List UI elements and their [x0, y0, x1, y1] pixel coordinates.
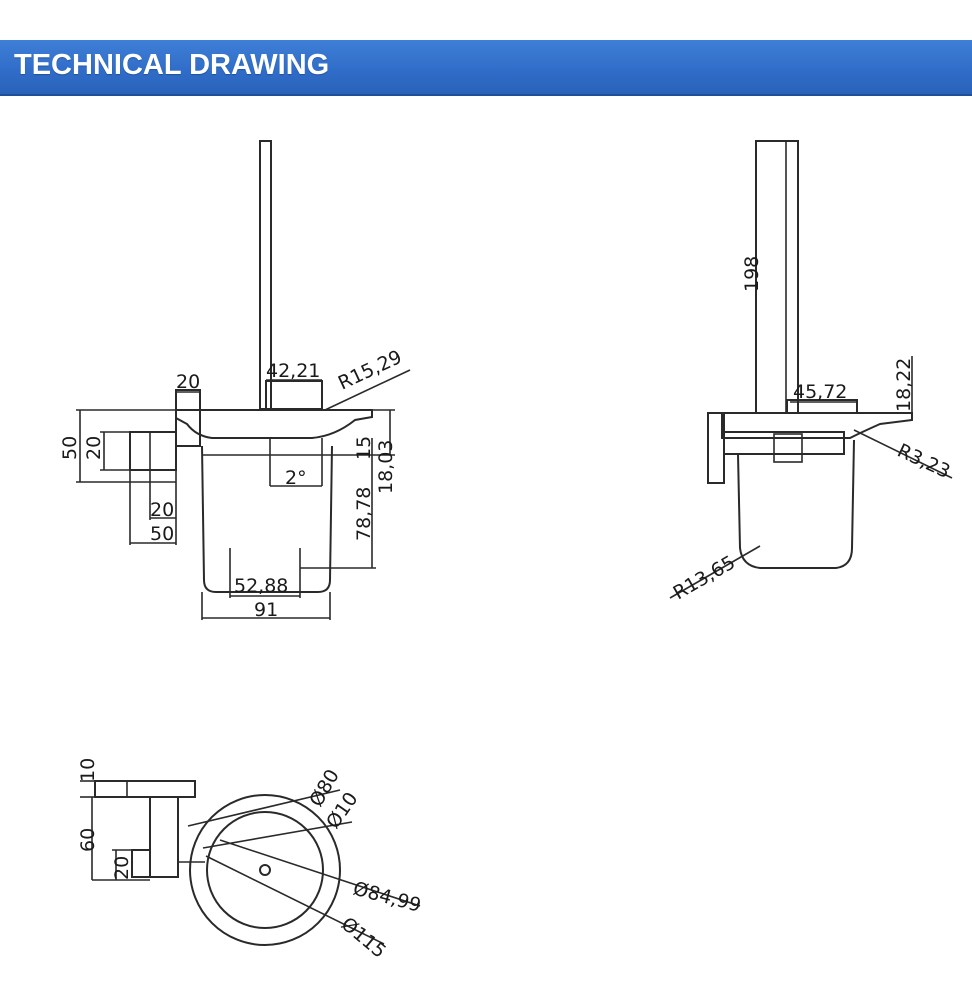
dim-cup-bottom: 52,88 [234, 575, 288, 597]
dim-lip: 15 [353, 436, 375, 460]
dim-side-top-height: 18,22 [893, 358, 915, 412]
ring-inner [206, 811, 324, 929]
dim-r3-leader [853, 429, 953, 479]
dim-cup-height: 78,78 [353, 487, 375, 541]
side-clamp [773, 433, 803, 463]
top-view: 10 60 20 Ø80 Ø10 Ø84,99 Ø115 [77, 758, 423, 963]
dim-plate-depth: 60 [77, 828, 99, 852]
dim-top-width: 42,21 [266, 360, 320, 382]
dia-10-leader [202, 821, 353, 849]
dim-dia-84: Ø84,99 [351, 878, 424, 917]
side-view: 198 45,72 18,22 R3,23 R13,65 [669, 140, 954, 604]
dim-holder-width: 20 [176, 371, 200, 393]
dim-r15-leader [324, 369, 411, 411]
cup-outer [201, 445, 333, 593]
dim-wall-b: 50 [150, 523, 174, 545]
dim-cup-radius: R13,65 [670, 551, 740, 604]
dim-angle: 2° [285, 467, 307, 489]
ring-outer [189, 794, 341, 946]
ring-center [259, 864, 271, 876]
dim-plate-thickness: 10 [77, 758, 99, 782]
wall-holder [175, 389, 201, 447]
dim-inner-depth: 20 [111, 856, 133, 880]
dim-handle-height: 198 [741, 256, 763, 292]
top-bracket [149, 796, 179, 878]
dim-wall-a: 20 [150, 499, 174, 521]
dim-side-top-width: 45,72 [793, 381, 847, 403]
dim-r13-leader [669, 545, 761, 599]
page-title: TECHNICAL DRAWING [14, 49, 330, 81]
dim-lip-total: 18,03 [375, 440, 397, 494]
dim-corner-radius: R3,23 [894, 440, 954, 483]
top-bracket-base [131, 849, 151, 878]
dim-inner-height: 20 [83, 436, 105, 460]
dim-dia-115: Ø115 [337, 913, 390, 963]
dim-plate-height: 50 [59, 436, 81, 460]
wall-mount [129, 431, 177, 471]
dia-115-leader [205, 855, 385, 945]
brush-knob [265, 380, 323, 410]
dia-80-leader [187, 789, 341, 827]
header-bar: TECHNICAL DRAWING [0, 40, 972, 96]
dia-84-leader [219, 839, 421, 907]
side-cup [737, 439, 855, 569]
side-holder [723, 431, 845, 455]
top-plate [94, 780, 196, 798]
front-view: 20 42,21 R15,29 50 20 2° 15 18,03 78,78 … [59, 140, 411, 621]
side-cover [712, 412, 913, 439]
dim-radius-top: R15,29 [335, 346, 406, 395]
cup-cover [175, 409, 373, 439]
dim-cup-top: 91 [254, 599, 278, 621]
